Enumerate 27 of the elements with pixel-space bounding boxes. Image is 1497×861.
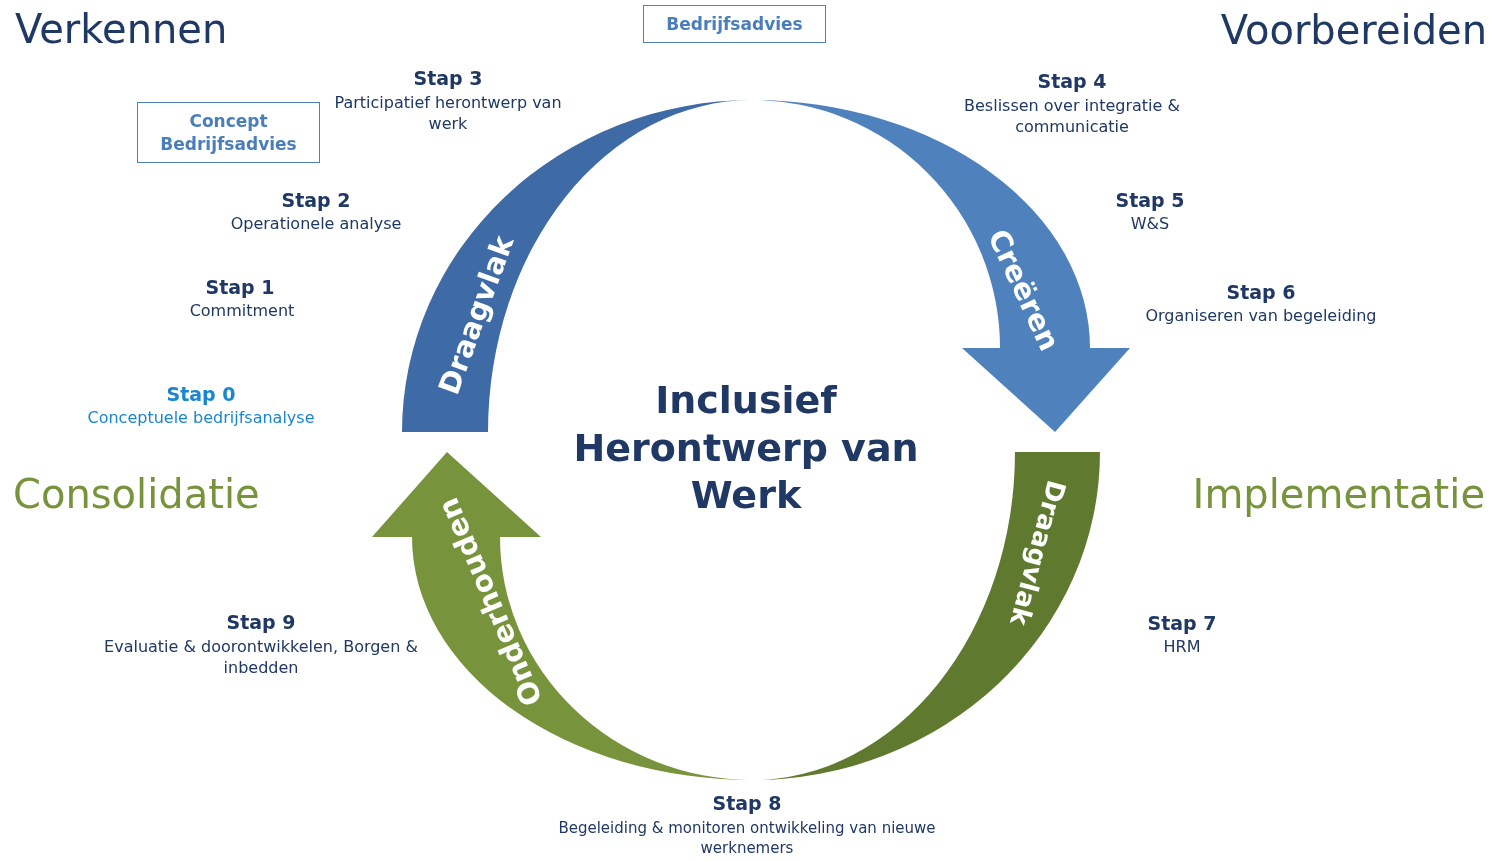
step-title: Stap 1 [205, 274, 275, 300]
step-title: Stap 4 [1037, 68, 1107, 94]
phase-title: Consolidatie [13, 470, 260, 519]
step-title: Stap 3 [413, 65, 483, 91]
label-box: Bedrijfsadvies [643, 5, 826, 43]
step-description: Beslissen over integratie & communicatie [963, 96, 1181, 138]
step-title: Stap 6 [1226, 279, 1296, 305]
step-description: Organiseren van begeleiding [1145, 305, 1377, 327]
step-title: Stap 5 [1115, 187, 1185, 213]
step-description: Participatief herontwerp van werk [333, 93, 563, 135]
step-title: Stap 8 [712, 790, 782, 816]
step-description: Operationele analyse [230, 213, 402, 235]
step-description: Evaluatie & doorontwikkelen, Borgen & inbedden [103, 637, 419, 679]
step-description: Begeleiding & monitoren ontwikkeling van nieuwe werknemers [557, 818, 937, 858]
center-title: Inclusief Herontwerp van Werk [572, 376, 920, 519]
phase-title: Implementatie [1192, 470, 1485, 519]
label-box: Concept Bedrijfsadvies [137, 102, 320, 163]
step-title: Stap 2 [281, 187, 351, 213]
step-title: Stap 9 [226, 609, 296, 635]
step-description: W&S [1130, 213, 1170, 235]
step-description: Conceptuele bedrijfsanalyse [87, 407, 315, 429]
step-title: Stap 7 [1147, 610, 1217, 636]
step-description: HRM [1163, 636, 1201, 658]
phase-title: Verkennen [15, 5, 228, 54]
step-description: Commitment [189, 300, 295, 322]
step-title: Stap 0 [166, 381, 236, 407]
phase-title: Voorbereiden [1220, 6, 1487, 55]
